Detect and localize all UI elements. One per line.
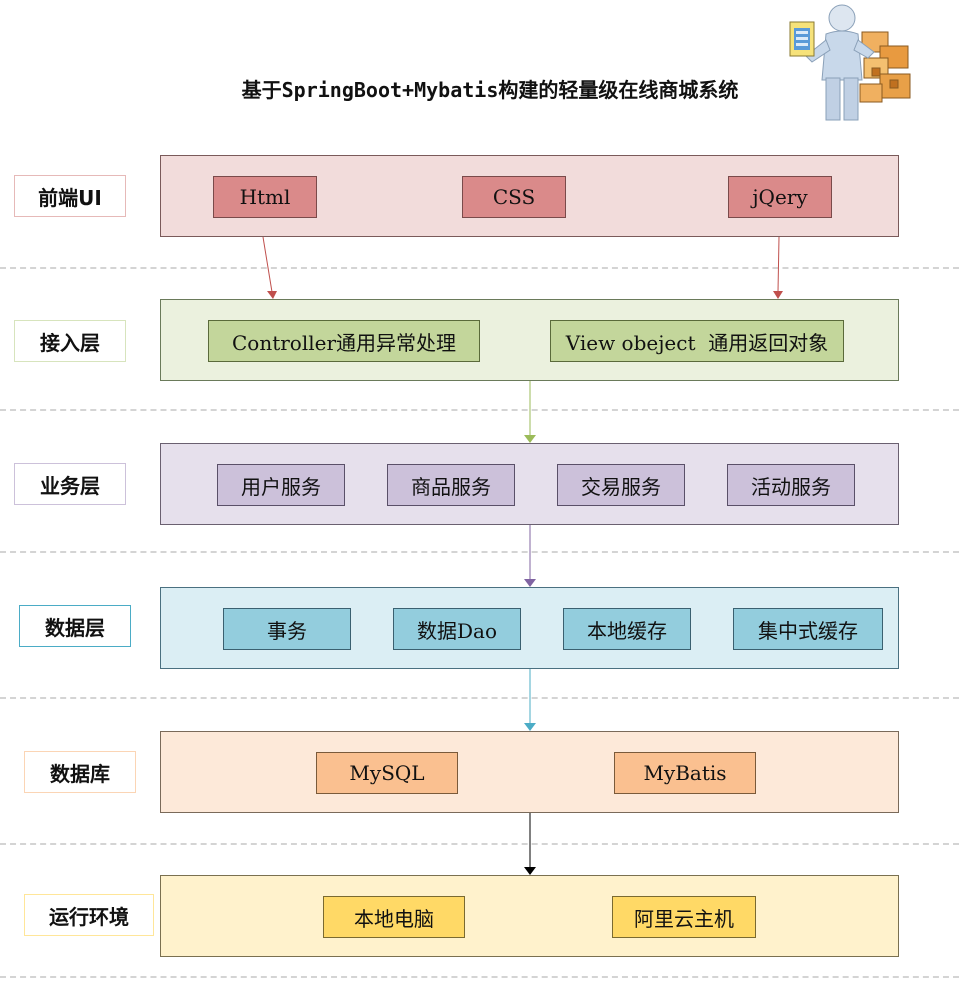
component-product-service: 商品服务 xyxy=(387,464,515,506)
layer-panel-access: Controller通用异常处理 View obeject 通用返回对象 xyxy=(160,299,899,381)
component-html: Html xyxy=(213,176,317,218)
layer-separator xyxy=(0,843,959,845)
layer-label-data: 数据层 xyxy=(19,605,131,647)
layer-label-runtime: 运行环境 xyxy=(24,894,154,936)
component-jquery: jQery xyxy=(728,176,832,218)
layer-label-frontend: 前端UI xyxy=(14,175,126,217)
arrowhead xyxy=(524,435,536,443)
layer-separator xyxy=(0,409,959,411)
component-user-service: 用户服务 xyxy=(217,464,345,506)
layer-panel-data: 事务 数据Dao 本地缓存 集中式缓存 xyxy=(160,587,899,669)
layer-separator xyxy=(0,976,959,978)
layer-separator xyxy=(0,551,959,553)
diagram-title: 基于SpringBoot+Mybatis构建的轻量级在线商城系统 xyxy=(241,78,739,102)
layer-label-access: 接入层 xyxy=(14,320,126,362)
layer-separator xyxy=(0,697,959,699)
arrow-jquery-to-view-object xyxy=(777,236,780,293)
component-view-object: View obeject 通用返回对象 xyxy=(550,320,844,362)
layer-label-business: 业务层 xyxy=(14,463,126,505)
component-central-cache: 集中式缓存 xyxy=(733,608,883,650)
component-css: CSS xyxy=(462,176,566,218)
arrowhead xyxy=(267,291,277,299)
layer-panel-runtime: 本地电脑 阿里云主机 xyxy=(160,875,899,957)
component-local-cache: 本地缓存 xyxy=(563,608,691,650)
arrowhead xyxy=(524,579,536,587)
arrow-html-to-controller xyxy=(262,236,273,293)
layer-separator xyxy=(0,267,959,269)
arrowhead xyxy=(773,291,783,299)
component-data-dao: 数据Dao xyxy=(393,608,521,650)
layer-label-database: 数据库 xyxy=(24,751,136,793)
component-transaction: 事务 xyxy=(223,608,351,650)
component-aliyun-host: 阿里云主机 xyxy=(612,896,756,938)
arrowhead xyxy=(524,867,536,875)
arrowhead xyxy=(524,723,536,731)
layer-panel-business: 用户服务 商品服务 交易服务 活动服务 xyxy=(160,443,899,525)
component-trade-service: 交易服务 xyxy=(557,464,685,506)
component-mysql: MySQL xyxy=(316,752,458,794)
layer-panel-database: MySQL MyBatis xyxy=(160,731,899,813)
component-mybatis: MyBatis xyxy=(614,752,756,794)
component-activity-service: 活动服务 xyxy=(727,464,855,506)
layer-panel-frontend: Html CSS jQery xyxy=(160,155,899,237)
component-local-pc: 本地电脑 xyxy=(323,896,465,938)
component-controller-exception: Controller通用异常处理 xyxy=(208,320,480,362)
